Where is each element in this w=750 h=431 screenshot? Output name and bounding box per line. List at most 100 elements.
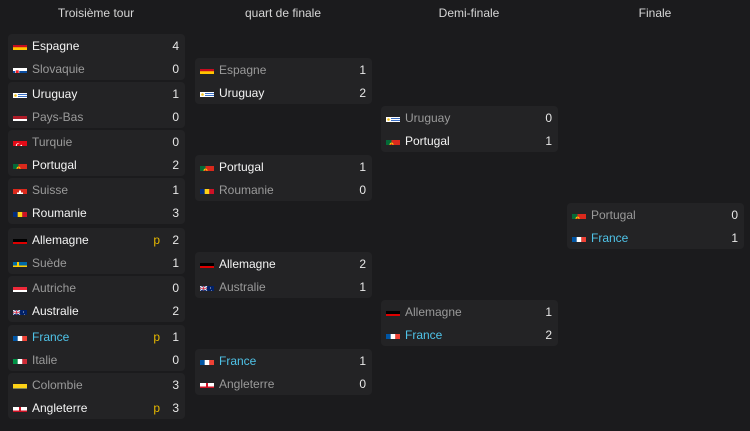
team-score: 2 <box>359 256 366 271</box>
team-name: Colombie <box>32 377 83 392</box>
team-name: France <box>32 329 70 344</box>
germany-flag-icon <box>200 259 214 268</box>
team-score: 0 <box>545 110 552 125</box>
team-score: 2 <box>545 327 552 342</box>
team-score: 2 <box>172 157 179 172</box>
team-name: Allemagne <box>32 232 89 247</box>
netherlands-flag-icon <box>13 112 27 121</box>
team-row[interactable]: Espagne 1 <box>195 58 372 81</box>
team-name: France <box>591 230 629 245</box>
team-score: 2 <box>172 303 179 318</box>
england-flag-icon <box>200 379 214 388</box>
france-flag-icon <box>386 330 400 339</box>
penalty-indicator: p <box>153 232 160 247</box>
portugal-flag-icon <box>572 210 586 219</box>
team-name: France <box>405 327 443 342</box>
team-score: 0 <box>359 182 366 197</box>
team-score: 1 <box>359 62 366 77</box>
france-flag-icon <box>572 233 586 242</box>
portugal-flag-icon <box>386 136 400 145</box>
team-row[interactable]: France 2 <box>381 323 558 346</box>
team-name: Roumanie <box>32 205 87 220</box>
team-score: 0 <box>172 109 179 124</box>
team-name: Allemagne <box>405 304 462 319</box>
team-score: 0 <box>359 376 366 391</box>
italy-flag-icon <box>13 355 27 364</box>
team-score: 4 <box>172 38 179 53</box>
portugal-flag-icon <box>13 160 27 169</box>
team-name: France <box>219 353 257 368</box>
team-score: 1 <box>172 86 179 101</box>
australia-flag-icon <box>13 306 27 315</box>
team-row[interactable]: Suède 1 <box>8 251 185 274</box>
team-name: Turquie <box>32 134 73 149</box>
team-row[interactable]: Uruguay 1 <box>8 82 185 105</box>
column-header-semi-final: Demi-finale <box>438 6 500 20</box>
spain-flag-icon <box>13 41 27 50</box>
team-score: 3 <box>172 377 179 392</box>
australia-flag-icon <box>200 282 214 291</box>
team-row[interactable]: Turquie 0 <box>8 130 185 153</box>
uruguay-flag-icon <box>13 89 27 98</box>
team-row[interactable]: Uruguay 0 <box>381 106 558 129</box>
team-row[interactable]: Colombie 3 <box>8 373 185 396</box>
team-score: 1 <box>172 255 179 270</box>
penalty-indicator: p <box>153 400 160 415</box>
team-score: 1 <box>545 133 552 148</box>
germany-flag-icon <box>386 307 400 316</box>
team-score: 2 <box>172 232 179 247</box>
team-name: Italie <box>32 352 58 367</box>
team-name: Suisse <box>32 182 69 197</box>
team-score: 0 <box>172 134 179 149</box>
team-row[interactable]: Allemagne 1 <box>381 300 558 323</box>
team-name: Uruguay <box>32 86 78 101</box>
column-header-final: Finale <box>638 6 672 20</box>
team-name: Autriche <box>32 280 77 295</box>
slovakia-flag-icon <box>13 64 27 73</box>
team-name: Suède <box>32 255 67 270</box>
sweden-flag-icon <box>13 258 27 267</box>
team-score: 1 <box>545 304 552 319</box>
team-name: Uruguay <box>405 110 451 125</box>
portugal-flag-icon <box>200 162 214 171</box>
team-name: Espagne <box>219 62 267 77</box>
team-score: 1 <box>359 159 366 174</box>
